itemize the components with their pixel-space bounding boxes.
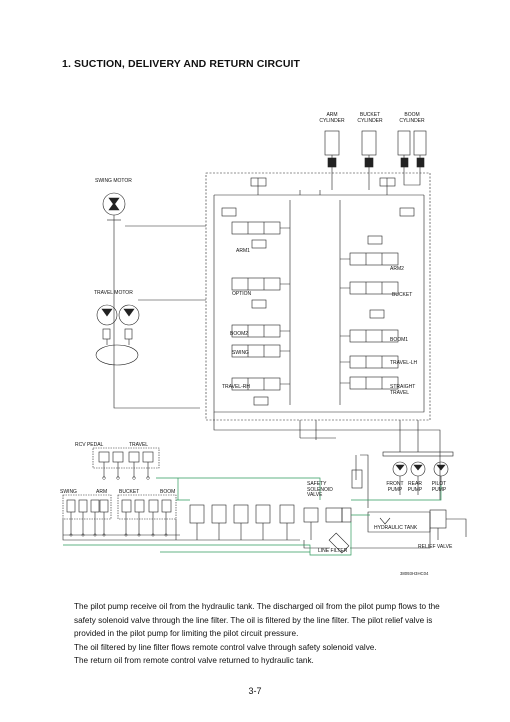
arm-cylinder-label: ARM CYLINDER (319, 112, 345, 124)
travel-motor-right (118, 304, 140, 340)
spool-bucket-label: BUCKET (392, 292, 413, 298)
boom-cylinder-1 (397, 130, 411, 172)
safety-solenoid-valve-label: SAFETY SOLENOID VALVE (307, 481, 333, 498)
rcv-bucket-label: BUCKET (119, 489, 140, 495)
main-control-valve-body (205, 172, 431, 421)
travel-label: TRAVEL (129, 442, 149, 448)
boom-cylinder-2 (413, 130, 427, 172)
rear-pump-label: REAR PUMP (407, 481, 423, 493)
pilot-pump (433, 461, 449, 477)
front-pump-label: FRONT PUMP (386, 481, 404, 493)
spool-arm2 (349, 252, 399, 266)
pilot-check-valves (189, 504, 319, 540)
safety-solenoid-valve (325, 507, 352, 523)
relief-valve-label: RELIEF VALVE (418, 544, 453, 550)
travel-motor-label: TRAVEL MOTOR (94, 290, 133, 296)
line-filter (328, 532, 350, 554)
page-title: 1. SUCTION, DELIVERY AND RETURN CIRCUIT (62, 58, 301, 70)
spool-arm2-label: ARM2 (390, 266, 404, 272)
arm-cylinder (324, 130, 340, 172)
paragraph-2: The oil filtered by line filter flows re… (74, 642, 377, 652)
paragraph-1: The pilot pump receive oil from the hydr… (74, 602, 440, 639)
spool-bucket (349, 281, 399, 295)
relief-valve (429, 509, 467, 540)
pilot-pump-label: PILOT PUMP (431, 481, 447, 493)
bucket-cylinder (361, 130, 377, 172)
rcv-swing-label: SWING (60, 489, 77, 495)
spool-arm1-label: ARM1 (236, 248, 250, 254)
spool-straight-travel-label: STRAIGHT TRAVEL (390, 384, 416, 396)
travel-motor-left (96, 304, 118, 340)
document-reference: 38093H3HC04 (400, 571, 429, 576)
rcv-lever-right (117, 494, 177, 520)
spool-travel-rh-label: TRAVEL-RH (222, 384, 250, 390)
rcv-pedal-label: RCV PEDAL (75, 442, 104, 448)
spool-boom1-label: BOOM1 (390, 337, 409, 343)
spool-option (231, 277, 281, 291)
hydraulic-tank-label: HYDRAULIC TANK (374, 525, 418, 531)
boom-cylinder-label: BOOM CYLINDER (399, 112, 425, 124)
spool-boom2-label: BOOM2 (230, 331, 249, 337)
swing-motor (102, 192, 126, 226)
rcv-arm-label: ARM (96, 489, 108, 495)
rcv-pedal (92, 447, 160, 478)
spool-travel-lh-label: TRAVEL-LH (390, 360, 418, 366)
turning-joint (95, 344, 139, 366)
paragraph-3: The return oil from remote control valve… (74, 656, 314, 666)
description-text: The pilot pump receive oil from the hydr… (74, 600, 454, 668)
rcv-boom-label: BOOM (160, 489, 176, 495)
spool-swing-label: SWING (232, 350, 249, 356)
bucket-cylinder-label: BUCKET CYLINDER (357, 112, 383, 124)
spool-arm1 (231, 221, 281, 235)
front-pump (392, 461, 408, 477)
page-number: 3-7 (248, 686, 262, 696)
rear-pump (410, 461, 426, 477)
swing-motor-label: SWING MOTOR (95, 178, 132, 184)
line-filter-label: LINE FILTER (318, 548, 348, 554)
spool-option-label: OPTION (232, 291, 252, 297)
